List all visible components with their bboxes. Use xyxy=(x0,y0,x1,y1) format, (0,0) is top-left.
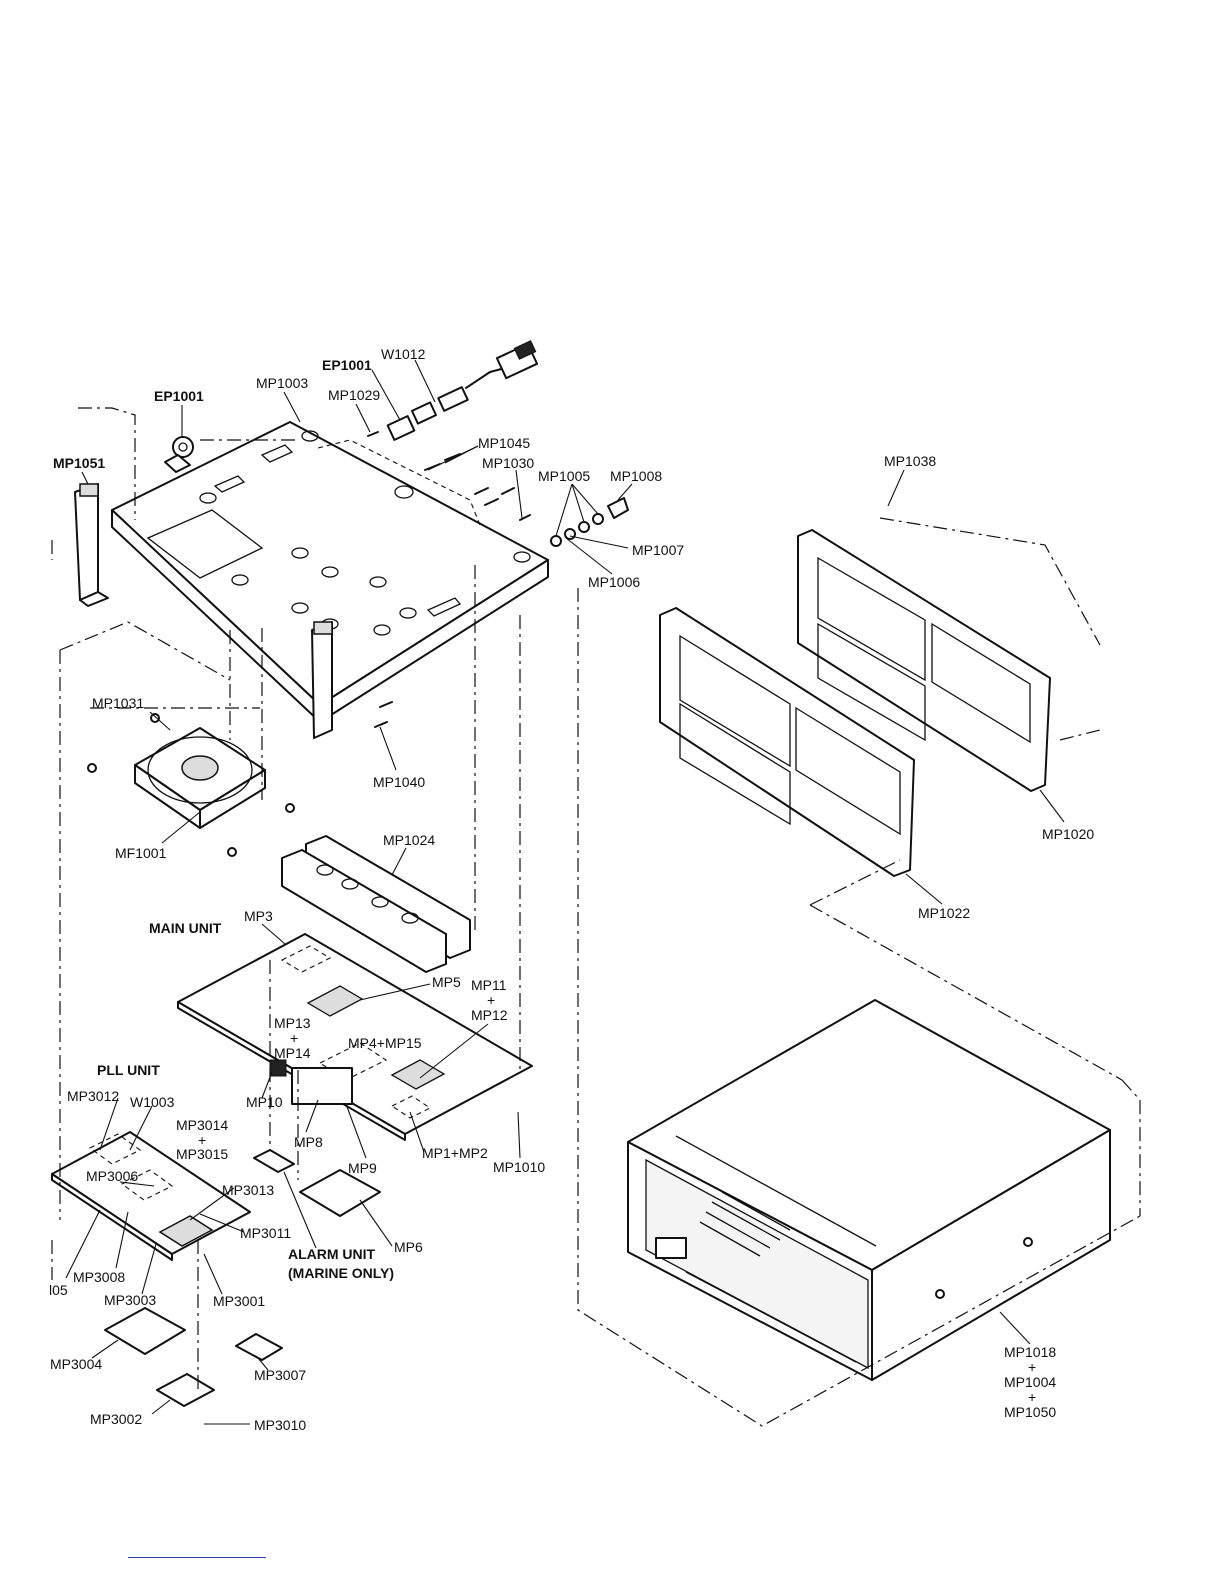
label-mf1001: MF1001 xyxy=(115,845,167,861)
label-mp1045: MP1045 xyxy=(478,435,530,451)
label-mp1003: MP1003 xyxy=(256,375,308,391)
label-mp3014: MP3014 xyxy=(176,1117,228,1133)
label-mp3004: MP3004 xyxy=(50,1356,102,1372)
label-mp1020: MP1020 xyxy=(1042,826,1094,842)
shield-mp3007 xyxy=(235,1333,283,1361)
label-mp1038: MP1038 xyxy=(884,453,936,469)
pll-unit-pcb xyxy=(51,1131,251,1261)
shield-mp6 xyxy=(299,1169,381,1217)
label-marine-only: (MARINE ONLY) xyxy=(288,1265,394,1281)
label-mp1040: MP1040 xyxy=(373,774,425,790)
label-mp1024: MP1024 xyxy=(383,832,435,848)
label-mp6: MP6 xyxy=(394,1239,423,1255)
label-mp10: MP10 xyxy=(246,1094,283,1110)
label-w1012: W1012 xyxy=(381,346,426,362)
label-mp1-mp2: MP1+MP2 xyxy=(422,1145,488,1161)
label-mp1031: MP1031 xyxy=(92,695,144,711)
main-unit-pcb xyxy=(177,933,533,1141)
label-plus-e: + xyxy=(1028,1389,1036,1405)
alignment-lines xyxy=(51,407,1141,1427)
label-mp1051: MP1051 xyxy=(53,455,105,471)
label-l005: l05 xyxy=(49,1282,68,1298)
shield-mp3002 xyxy=(156,1373,215,1407)
label-w1003: W1003 xyxy=(130,1094,175,1110)
w1012-cable xyxy=(386,340,539,441)
label-mp1010: MP1010 xyxy=(493,1159,545,1175)
chassis-screws xyxy=(367,431,629,728)
panel-mp1024 xyxy=(281,835,471,973)
label-mp1006: MP1006 xyxy=(588,574,640,590)
alarm-unit-board xyxy=(253,1149,295,1173)
label-mp1050: MP1050 xyxy=(1004,1404,1056,1420)
label-mp12: MP12 xyxy=(471,1007,508,1023)
label-plus-a: + xyxy=(487,992,495,1008)
ep1001-clamp xyxy=(164,436,194,473)
label-mp9: MP9 xyxy=(348,1160,377,1176)
label-ep1001-left: EP1001 xyxy=(154,388,204,404)
label-plus-b: + xyxy=(290,1030,298,1046)
label-mp3003: MP3003 xyxy=(104,1292,156,1308)
frame-mp1022 xyxy=(659,607,915,877)
leader-lines xyxy=(65,359,1065,1425)
label-mp1018: MP1018 xyxy=(1004,1344,1056,1360)
label-mp3007: MP3007 xyxy=(254,1367,306,1383)
label-plus-c: + xyxy=(198,1132,206,1148)
label-mp3008: MP3008 xyxy=(73,1269,125,1285)
label-mp1004: MP1004 xyxy=(1004,1374,1056,1390)
label-mp1022: MP1022 xyxy=(918,905,970,921)
footer-rule xyxy=(128,1557,266,1558)
label-pll-unit: PLL UNIT xyxy=(97,1062,160,1078)
label-mp3002: MP3002 xyxy=(90,1411,142,1427)
label-mp14: MP14 xyxy=(274,1045,311,1061)
label-mp3011: MP3011 xyxy=(240,1225,291,1241)
label-ep1001-top: EP1001 xyxy=(322,357,372,373)
label-mp1005: MP1005 xyxy=(538,468,590,484)
chassis-mp1003 xyxy=(74,421,549,739)
label-main-unit: MAIN UNIT xyxy=(149,920,222,936)
label-mp1029: MP1029 xyxy=(328,387,380,403)
part-labels: EP1001 EP1001 W1012 MP1003 MP1029 MP1045… xyxy=(49,346,1094,1433)
frame-mp1020 xyxy=(797,529,1051,792)
label-mp3012: MP3012 xyxy=(67,1088,119,1104)
label-mp13: MP13 xyxy=(274,1015,311,1031)
label-mp3013: MP3013 xyxy=(222,1182,274,1198)
label-mp8: MP8 xyxy=(294,1134,323,1150)
label-alarm-unit: ALARM UNIT xyxy=(288,1246,376,1262)
label-mp4-mp15: MP4+MP15 xyxy=(348,1035,422,1051)
cabinet-mp1018 xyxy=(627,999,1111,1381)
label-mp3001: MP3001 xyxy=(213,1293,265,1309)
label-mp3015: MP3015 xyxy=(176,1146,228,1162)
label-mp1008: MP1008 xyxy=(610,468,662,484)
label-mp11: MP11 xyxy=(471,977,507,993)
fan-mf1001 xyxy=(87,713,295,857)
label-mp3010: MP3010 xyxy=(254,1417,306,1433)
shield-mp3004 xyxy=(104,1307,186,1355)
label-mp1030: MP1030 xyxy=(482,455,534,471)
label-mp1007: MP1007 xyxy=(632,542,684,558)
label-mp3006: MP3006 xyxy=(86,1168,138,1184)
label-mp5: MP5 xyxy=(432,974,461,990)
label-plus-d: + xyxy=(1028,1359,1036,1375)
label-mp3: MP3 xyxy=(244,908,273,924)
